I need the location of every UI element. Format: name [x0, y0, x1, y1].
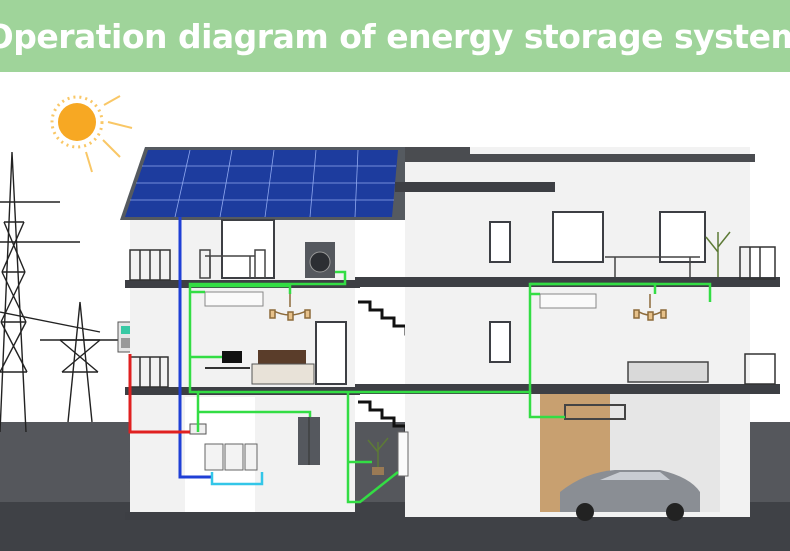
tv-icon	[205, 351, 250, 369]
dining-set-right	[605, 256, 700, 277]
refrigerator-icon	[298, 417, 320, 465]
chandelier-icon	[269, 294, 311, 321]
battery-line	[210, 472, 264, 486]
pv-dc-line	[178, 217, 212, 479]
bed-icon	[251, 350, 315, 385]
air-conditioner-icon	[204, 291, 264, 307]
transmission-tower-icon	[0, 151, 120, 433]
chandelier-icon	[633, 294, 667, 321]
plant-icon	[367, 437, 389, 475]
air-conditioner-icon	[539, 293, 597, 309]
car-icon	[560, 470, 700, 521]
house-right	[355, 147, 780, 521]
sofa-icon	[627, 361, 709, 383]
washing-machine-icon	[305, 242, 335, 278]
grid-ac-line	[128, 354, 190, 434]
plant-icon	[705, 231, 731, 277]
energy-storage-diagram	[0, 72, 790, 551]
title-banner: Operation diagram of energy storage syst…	[0, 0, 790, 72]
solar-panel-icon	[125, 149, 398, 218]
load-line	[188, 270, 712, 504]
inverter-icon	[204, 443, 258, 471]
page-title: Operation diagram of energy storage syst…	[0, 16, 790, 56]
sun-icon	[50, 95, 133, 173]
dining-set	[199, 249, 266, 279]
floor-fan-icon	[397, 431, 409, 477]
